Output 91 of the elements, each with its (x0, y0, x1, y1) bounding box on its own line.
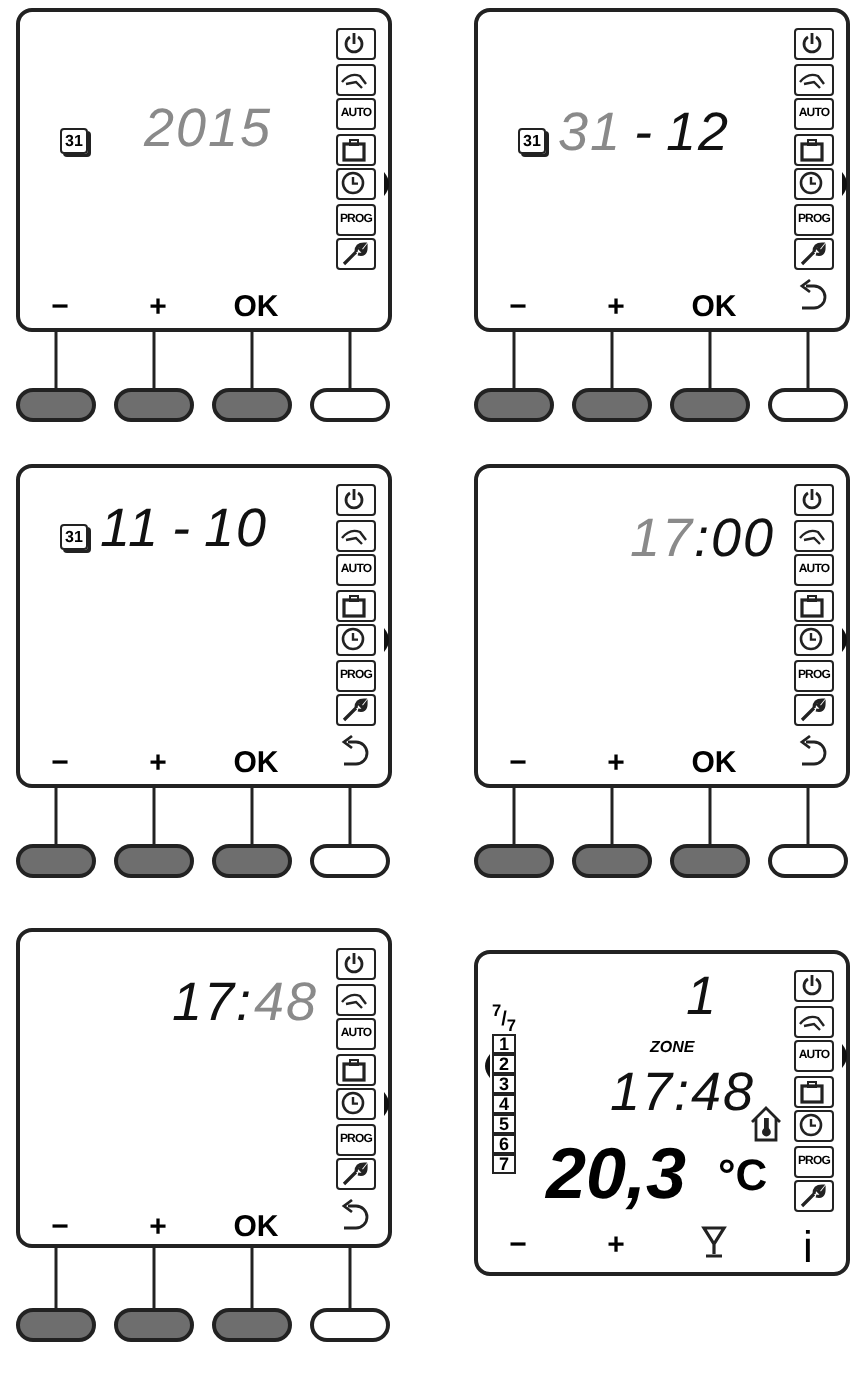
connector-line (54, 332, 58, 388)
lcd-display (474, 464, 850, 788)
digit-readout: 2015 (144, 102, 273, 156)
button-label: − (51, 748, 69, 778)
connector-line (806, 332, 810, 388)
button-label: + (607, 292, 625, 322)
digit-readout: 17: (172, 976, 254, 1030)
digit-readout: 10 (204, 502, 269, 556)
connector-line (512, 788, 516, 844)
day-number: 6 (492, 1134, 516, 1154)
button-label: + (607, 748, 625, 778)
push-button (16, 1308, 96, 1342)
connector-line (250, 332, 254, 388)
digit-readout: - (172, 502, 192, 556)
connector-line (250, 788, 254, 844)
push-button (114, 1308, 194, 1342)
button-label: OK (691, 748, 737, 778)
connector-line (54, 1248, 58, 1308)
digit-readout: :00 (694, 512, 776, 566)
button-label: + (607, 1230, 625, 1260)
button-label: + (149, 748, 167, 778)
connector-line (512, 332, 516, 388)
digit-readout: 12 (666, 106, 731, 160)
connector-line (152, 788, 156, 844)
lcd-display (474, 8, 850, 332)
connector-line (348, 788, 352, 844)
push-button (768, 388, 848, 422)
push-button (670, 388, 750, 422)
connector-line (250, 1248, 254, 1308)
temperature-value: 20,3 (546, 1138, 687, 1210)
day-number: 2 (492, 1054, 516, 1074)
day-number: 4 (492, 1094, 516, 1114)
zone-label: ZONE (650, 1040, 695, 1056)
button-label: OK (233, 1212, 279, 1242)
connector-line (610, 788, 614, 844)
digit-readout: 31 (558, 106, 623, 160)
push-button (474, 388, 554, 422)
push-button (114, 844, 194, 878)
push-button (212, 388, 292, 422)
lcd-display (474, 950, 850, 1276)
day-number: 5 (492, 1114, 516, 1134)
connector-line (54, 788, 58, 844)
push-button (474, 844, 554, 878)
connector-line (708, 332, 712, 388)
button-label: − (509, 1230, 527, 1260)
push-button (310, 1308, 390, 1342)
lcd-display (16, 464, 392, 788)
push-button (572, 388, 652, 422)
calendar-icon: 31 (518, 128, 546, 154)
week-label: $^{7}$/$_{7}$ (492, 1002, 517, 1034)
button-label: OK (233, 292, 279, 322)
day-number: 7 (492, 1154, 516, 1174)
push-button (212, 844, 292, 878)
button-label: − (51, 292, 69, 322)
info-label: i (803, 1226, 813, 1270)
push-button (16, 844, 96, 878)
push-button (16, 388, 96, 422)
connector-line (348, 1248, 352, 1308)
connector-line (708, 788, 712, 844)
button-label: − (509, 748, 527, 778)
push-button (310, 844, 390, 878)
button-label: − (509, 292, 527, 322)
lcd-display (16, 8, 392, 332)
push-button (670, 844, 750, 878)
day-number: 3 (492, 1074, 516, 1094)
connector-line (152, 1248, 156, 1308)
push-button (310, 388, 390, 422)
digit-readout: 1 (686, 970, 719, 1024)
button-label: − (51, 1212, 69, 1242)
connector-line (610, 332, 614, 388)
push-button (212, 1308, 292, 1342)
digit-readout: 17 (630, 512, 695, 566)
digit-readout: 17:48 (610, 1066, 756, 1120)
button-label: + (149, 1212, 167, 1242)
lcd-display (16, 928, 392, 1248)
button-label: OK (691, 292, 737, 322)
calendar-icon: 31 (60, 128, 88, 154)
push-button (114, 388, 194, 422)
push-button (572, 844, 652, 878)
push-button (768, 844, 848, 878)
button-label: + (149, 292, 167, 322)
connector-line (152, 332, 156, 388)
celsius-unit: °C (718, 1154, 768, 1198)
button-label: OK (233, 748, 279, 778)
calendar-icon: 31 (60, 524, 88, 550)
connector-line (348, 332, 352, 388)
connector-line (806, 788, 810, 844)
digit-readout: 48 (254, 976, 319, 1030)
digit-readout: 11 (100, 502, 161, 556)
digit-readout: - (634, 106, 654, 160)
day-number: 1 (492, 1034, 516, 1054)
